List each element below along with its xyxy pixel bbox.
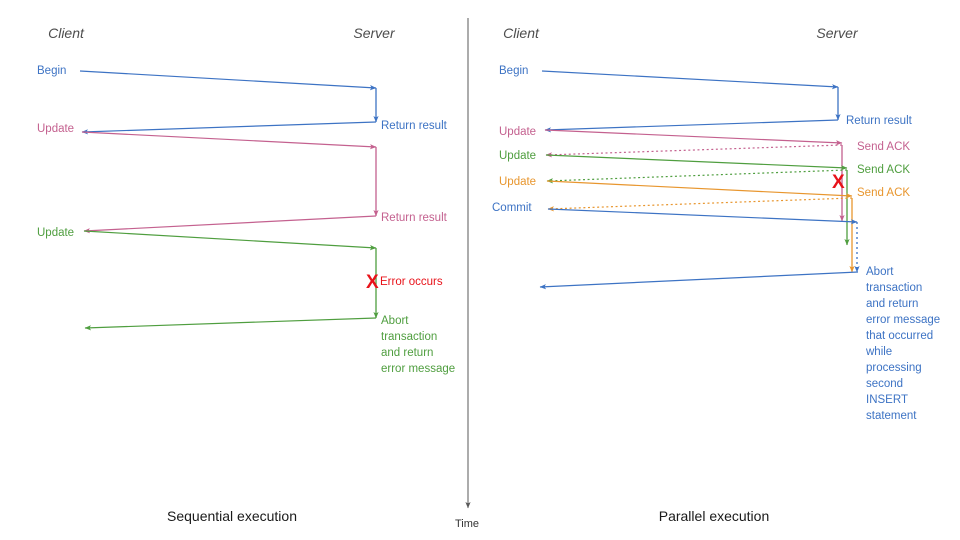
message-label-par-begin: Begin <box>499 65 528 77</box>
message-arrow <box>81 121 377 135</box>
message-arrow <box>83 215 377 234</box>
message-label-seq-begin: Begin <box>37 65 66 77</box>
message-par-abort-return <box>539 271 859 290</box>
message-label-par-ack-3: Send ACK <box>857 187 910 199</box>
lane-title-server: Server <box>353 25 396 41</box>
message-arrow <box>84 317 377 331</box>
message-label-seq-return-1: Return result <box>381 120 448 132</box>
message-par-ack-1: Send ACK <box>545 141 910 158</box>
note-seq-abort-note: Abort transaction and return error message <box>381 315 455 375</box>
message-seq-update-2: Update <box>37 227 377 251</box>
message-label-par-return-1: Return result <box>846 115 913 127</box>
note-line: and return <box>866 298 918 310</box>
message-par-ack-3: Send ACK <box>547 187 910 212</box>
message-par-ack-2: Send ACK <box>546 164 910 184</box>
message-seq-update-1: Update <box>37 123 377 150</box>
message-label-par-update-1: Update <box>499 126 536 138</box>
message-label-seq-return-2: Return result <box>381 212 448 224</box>
error-x-icon: X <box>832 172 845 193</box>
message-par-begin: Begin <box>499 65 839 90</box>
message-arrow <box>81 131 377 150</box>
message-seq-return-2: Return result <box>83 212 448 234</box>
note-line: error message <box>381 363 455 375</box>
message-arrow <box>546 169 848 184</box>
message-par-return-1: Return result <box>544 115 913 133</box>
message-arrow <box>541 70 839 90</box>
message-arrow <box>545 154 848 171</box>
message-seq-begin: Begin <box>37 65 377 91</box>
message-arrow <box>539 271 859 290</box>
message-label-par-commit: Commit <box>492 202 532 214</box>
note-line: and return <box>381 347 433 359</box>
message-label-par-ack-2: Send ACK <box>857 164 910 176</box>
message-label-par-ack-1: Send ACK <box>857 141 910 153</box>
note-line: that occurred <box>866 330 933 342</box>
error-marker: X <box>832 172 845 193</box>
note-line: transaction <box>381 331 437 343</box>
message-label-par-update-3: Update <box>499 176 536 188</box>
note-line: while <box>865 346 892 358</box>
note-par-abort-note: Abort transaction and return error message t… <box>865 266 940 422</box>
message-arrow <box>546 180 853 199</box>
lane-title-server: Server <box>816 25 859 41</box>
note-line: transaction <box>866 282 922 294</box>
message-arrow <box>79 70 377 91</box>
time-axis-label: Time <box>455 518 479 530</box>
message-label-seq-update-1: Update <box>37 123 74 135</box>
panel-caption-parallel: Parallel execution <box>659 508 770 524</box>
panel-caption-sequential: Sequential execution <box>167 508 297 524</box>
error-label: Error occurs <box>380 276 443 288</box>
message-par-update-2: Update <box>499 150 848 171</box>
note-line: Abort <box>381 315 409 327</box>
message-arrow <box>544 129 843 146</box>
note-line: Abort <box>866 266 894 278</box>
message-arrow <box>547 197 853 212</box>
message-seq-abort-return <box>84 317 377 331</box>
lane-title-client: Client <box>503 25 540 41</box>
message-par-update-1: Update <box>499 126 843 146</box>
note-line: second <box>866 378 903 390</box>
message-arrow <box>544 119 839 133</box>
note-line: INSERT <box>866 394 908 406</box>
message-label-seq-update-2: Update <box>37 227 74 239</box>
message-arrow <box>547 208 858 225</box>
note-line: error message <box>866 314 940 326</box>
error-x-icon: X <box>366 272 379 293</box>
message-arrow <box>545 144 843 158</box>
message-arrow <box>83 230 377 251</box>
note-line: processing <box>866 362 922 374</box>
time-axis-layer: Time <box>455 18 479 530</box>
message-label-par-update-2: Update <box>499 150 536 162</box>
lane-title-client: Client <box>48 25 85 41</box>
message-seq-return-1: Return result <box>81 120 448 135</box>
note-line: statement <box>866 410 917 422</box>
message-par-commit: Commit <box>492 202 858 225</box>
message-par-update-3: Update <box>499 176 853 199</box>
